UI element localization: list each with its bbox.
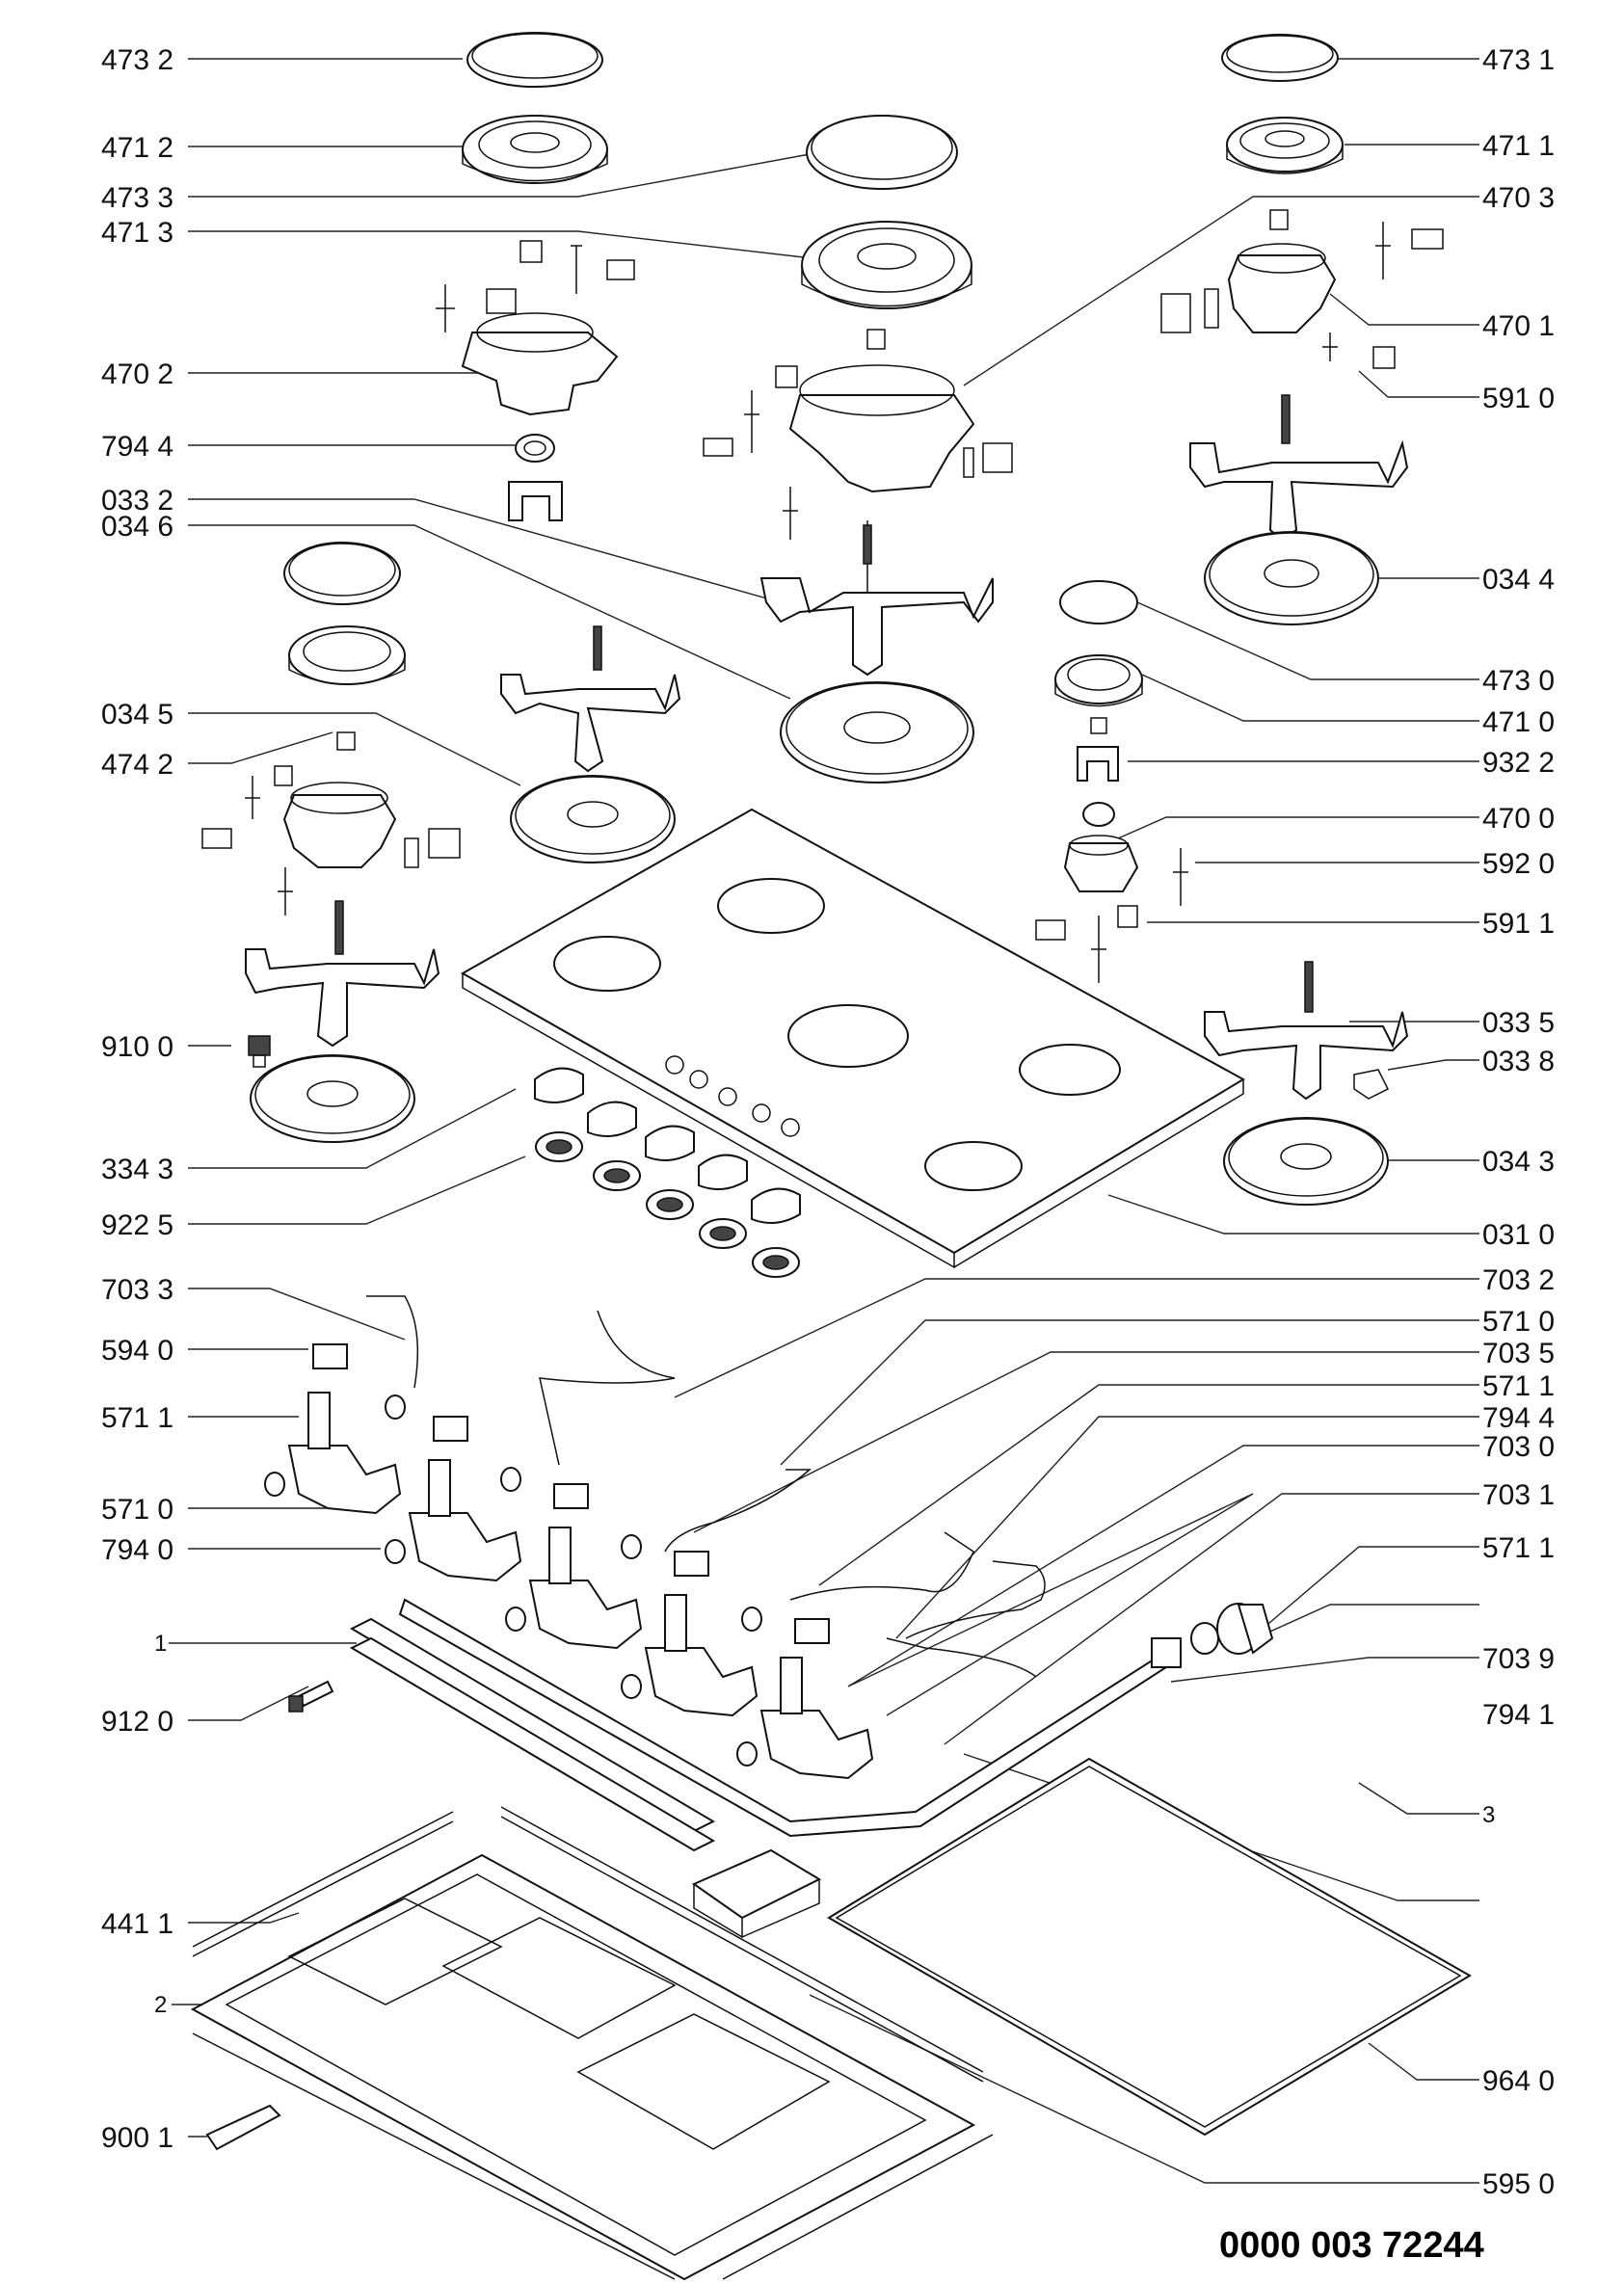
parts-drawing	[190, 32, 1472, 2281]
spring-clip-icon	[508, 481, 563, 521]
part-label-571-1-r2: 571 1	[1482, 1532, 1555, 1564]
pan-support-icon	[759, 520, 994, 677]
burner-body-icon	[436, 240, 635, 416]
seal-ring-icon	[515, 434, 555, 463]
drip-ring-lower-right-icon	[1223, 1117, 1389, 1206]
screw-icon	[248, 1035, 271, 1068]
part-label-034-3: 034 3	[1482, 1146, 1555, 1178]
part-label-474-2: 474 2	[101, 749, 173, 781]
gas-manifold-pipe-icon	[398, 1598, 1274, 1838]
part-label-595-0: 595 0	[1482, 2168, 1555, 2200]
part-label-034-5: 034 5	[101, 699, 173, 730]
part-label-703-9: 703 9	[1482, 1643, 1555, 1675]
part-label-591-1: 591 1	[1482, 908, 1555, 940]
document-code: 0000 003 72244	[1219, 2225, 1484, 2266]
part-label-794-4: 794 4	[101, 431, 173, 463]
part-label-922-5: 922 5	[101, 1209, 173, 1241]
part-label-471-0: 471 0	[1482, 706, 1555, 738]
part-label-594-0: 594 0	[101, 1335, 173, 1367]
part-label-703-5: 703 5	[1482, 1338, 1555, 1369]
hob-glass-top-icon	[460, 808, 1246, 1269]
drip-ring-lower-left-icon	[250, 1054, 415, 1143]
part-label-794-1: 794 1	[1482, 1699, 1555, 1731]
leader-lines-right	[674, 58, 1479, 2184]
part-label-591-0: 591 0	[1482, 383, 1555, 414]
part-label-033-2: 033 2	[101, 485, 173, 517]
burner-head-large-icon	[801, 221, 972, 309]
clip-icon	[312, 1343, 830, 1644]
base-tray-icon	[190, 1806, 994, 2281]
knob-bezel-icon	[535, 1131, 800, 1278]
part-label-441-1: 441 1	[101, 1908, 173, 1940]
part-label-2: 2	[154, 1992, 167, 2018]
part-label-471-2: 471 2	[101, 132, 173, 164]
part-label-473-2: 473 2	[101, 44, 173, 76]
part-label-703-2: 703 2	[1482, 1264, 1555, 1296]
part-label-470-3: 470 3	[1482, 182, 1555, 214]
gasket-seal-icon	[827, 1757, 1472, 2137]
burner-body-large-icon	[703, 329, 1013, 540]
part-label-571-0-r: 571 0	[1482, 1306, 1555, 1338]
burner-cap-large-icon	[806, 115, 958, 190]
part-label-3: 3	[1482, 1802, 1495, 1828]
pan-support-lower-left-icon	[245, 900, 440, 1048]
part-label-794-4-r: 794 4	[1482, 1402, 1555, 1434]
pan-support-lower-right-icon	[1204, 961, 1409, 1101]
burner-body-right-icon	[1160, 209, 1444, 369]
manifold-rail-icon	[349, 1617, 716, 1852]
part-label-473-3: 473 3	[101, 182, 173, 214]
pan-support-left-icon	[500, 625, 681, 773]
drip-ring-center-icon	[780, 681, 974, 783]
screw-long-icon	[288, 1680, 334, 1713]
labels-left: 473 2 471 2 473 3 471 3 470 2 794 4 033 …	[101, 44, 173, 2154]
part-label-471-1: 471 1	[1482, 130, 1555, 162]
burner-head-icon	[462, 115, 608, 184]
part-label-034-6: 034 6	[101, 511, 173, 543]
control-knob-icon	[534, 1067, 801, 1224]
part-label-703-1: 703 1	[1482, 1479, 1555, 1511]
part-label-471-3: 471 3	[101, 217, 173, 249]
part-label-964-0: 964 0	[1482, 2065, 1555, 2097]
part-label-900-1: 900 1	[101, 2122, 173, 2154]
part-label-033-8: 033 8	[1482, 1046, 1555, 1077]
small-seal-icon	[264, 1394, 762, 1766]
part-label-571-1: 571 1	[101, 1402, 173, 1434]
leader-lines-left	[169, 58, 830, 2138]
part-label-473-0: 473 0	[1482, 665, 1555, 697]
gas-pipe-icon	[366, 1295, 1046, 1678]
burner-cap-icon	[466, 32, 603, 88]
drip-ring-left-icon	[510, 775, 676, 863]
part-label-703-3: 703 3	[101, 1274, 173, 1306]
ignition-module-icon	[691, 1848, 822, 1939]
burner-small-left-icon	[201, 542, 461, 916]
part-label-932-2: 932 2	[1482, 747, 1555, 779]
burner-small-right-icon	[1035, 580, 1390, 1100]
part-label-470-1: 470 1	[1482, 310, 1555, 342]
bracket-icon	[205, 2104, 281, 2151]
part-label-571-0: 571 0	[101, 1494, 173, 1526]
burner-head-small-icon	[1226, 117, 1344, 174]
burner-cap-small-icon	[1221, 34, 1339, 82]
part-label-034-4: 034 4	[1482, 564, 1555, 596]
part-label-473-1: 473 1	[1482, 44, 1555, 76]
part-label-470-2: 470 2	[101, 359, 173, 390]
part-label-571-1-r: 571 1	[1482, 1370, 1555, 1402]
part-label-033-5: 033 5	[1482, 1007, 1555, 1039]
part-label-912-0: 912 0	[101, 1706, 173, 1738]
gas-tap-icon	[287, 1392, 874, 1780]
labels-right: 473 1 471 1 470 3 470 1 591 0 034 4 473 …	[1482, 44, 1555, 2200]
part-label-703-0: 703 0	[1482, 1431, 1555, 1463]
part-label-1: 1	[154, 1631, 167, 1657]
part-label-470-0: 470 0	[1482, 803, 1555, 835]
part-label-910-0: 910 0	[101, 1031, 173, 1063]
pan-support-right-icon	[1189, 394, 1409, 542]
drip-ring-icon	[1204, 531, 1379, 625]
part-label-334-3: 334 3	[101, 1154, 173, 1185]
part-label-794-0: 794 0	[101, 1534, 173, 1566]
part-label-031-0: 031 0	[1482, 1219, 1555, 1251]
part-label-592-0: 592 0	[1482, 848, 1555, 880]
